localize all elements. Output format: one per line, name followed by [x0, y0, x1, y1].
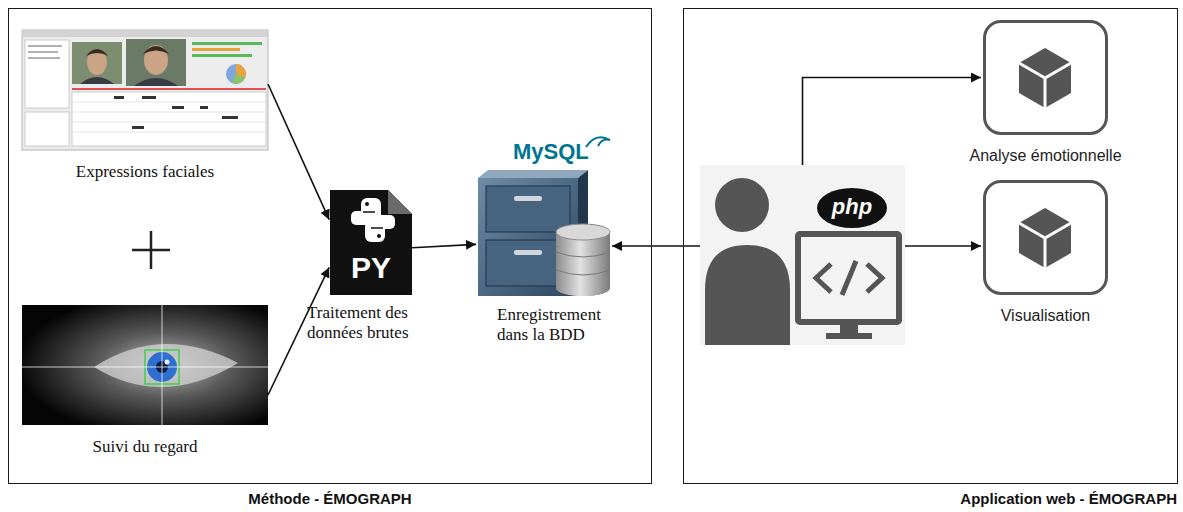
- image-caption: Expressions faciales: [35, 162, 255, 182]
- flow-arrow: [905, 245, 981, 247]
- cube-icon: [1019, 48, 1071, 108]
- database-icon: [478, 170, 610, 296]
- module-label: Analyse émotionnelle: [936, 146, 1156, 165]
- method-panel: Méthode - ÉMOGRAPHExpressions facialesSu…: [8, 8, 652, 484]
- image-caption: Suivi du regard: [35, 437, 255, 457]
- file-extension: PY: [330, 250, 412, 286]
- flow-arrow: [612, 245, 700, 247]
- logo-text: php: [817, 194, 887, 220]
- step-caption: Traitement des données brutes: [307, 303, 442, 344]
- mysql-database: MySQLEnregistrement dans la BDD: [478, 170, 610, 298]
- facial-expression-input: Expressions faciales: [22, 30, 268, 150]
- plus-symbol: [132, 231, 170, 269]
- panel-title: Application web - ÉMOGRAPH: [857, 490, 1177, 508]
- software-screenshot: [22, 30, 268, 150]
- web-app-panel: Application web - ÉMOGRAPHphpAnalyse émo…: [683, 8, 1178, 484]
- cube-icon: [1019, 208, 1071, 268]
- panel-title: Méthode - ÉMOGRAPH: [130, 490, 530, 508]
- module-box: Visualisation: [983, 180, 1108, 295]
- developer-icon: [700, 165, 905, 345]
- module-label: Visualisation: [936, 306, 1156, 325]
- step-caption: Enregistrement dans la BDD: [497, 305, 627, 346]
- eye-tracking-input: Suivi du regard: [22, 305, 268, 425]
- python-script: PYTraitement des données brutes: [330, 190, 412, 295]
- module-box: Analyse émotionnelle: [983, 20, 1108, 135]
- flow-arrow: [268, 84, 329, 220]
- php-developer: php: [700, 165, 905, 345]
- eye-tracking-picture: [22, 305, 268, 425]
- dolphin-logo: [586, 137, 610, 147]
- python-file-icon: [330, 190, 412, 295]
- flow-arrow: [412, 244, 476, 247]
- logo-text: MySQL: [513, 139, 613, 165]
- flow-arrow: [803, 78, 982, 166]
